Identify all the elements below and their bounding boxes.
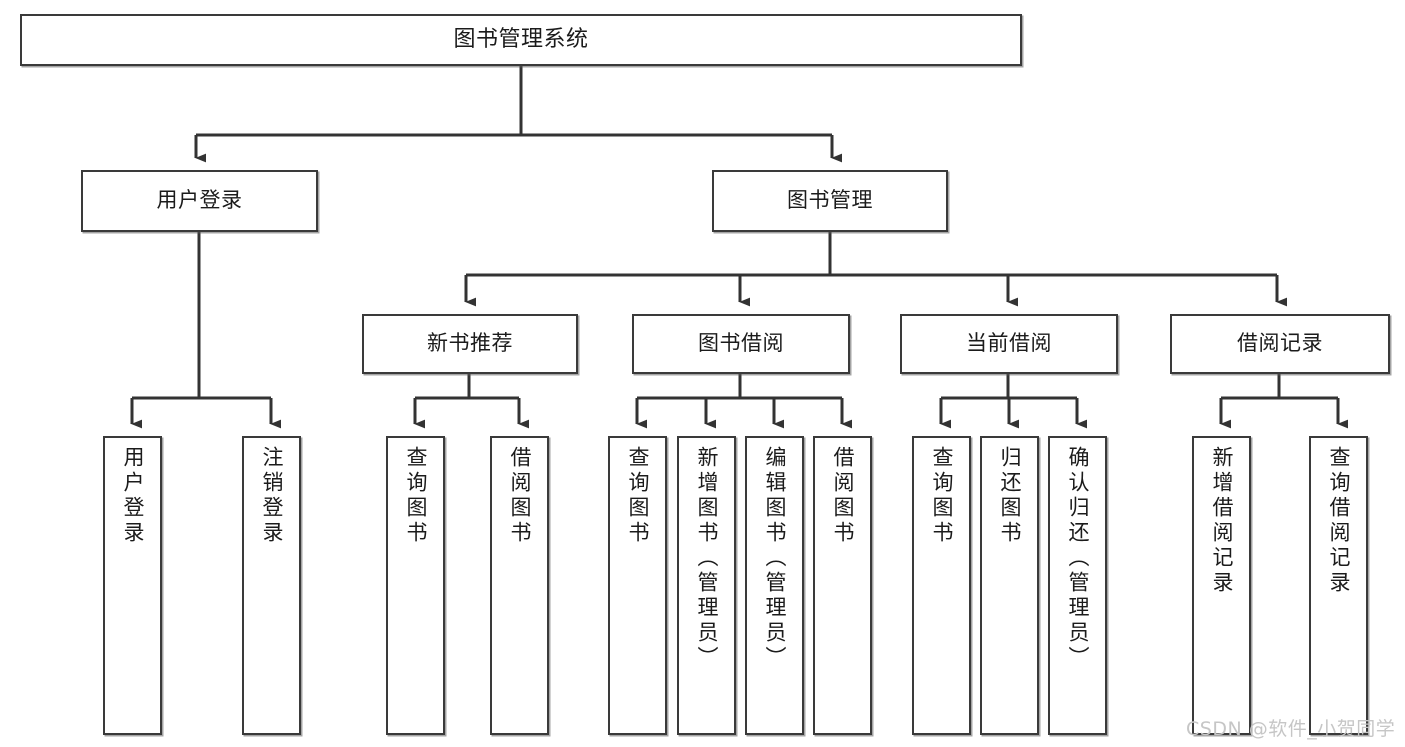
- node-label: 图书管理: [787, 188, 873, 213]
- node-book-management[interactable]: 图书管理: [712, 170, 948, 232]
- node-label: 查询图书: [930, 446, 954, 546]
- node-label: 查询图书: [626, 446, 650, 546]
- leaf-node-query-borrow-record[interactable]: 查询借阅记录: [1309, 436, 1368, 735]
- leaf-node-add-book-admin[interactable]: 新增图书（管理员）: [677, 436, 736, 735]
- leaf-node-query-book-current[interactable]: 查询图书: [912, 436, 971, 735]
- node-current-borrow[interactable]: 当前借阅: [900, 314, 1118, 374]
- node-label: 归还图书: [998, 446, 1022, 546]
- connector-newbook-to-leaves: [413, 374, 530, 429]
- connector-borrowrecord-to-leaves: [1219, 374, 1349, 429]
- node-label: 图书借阅: [698, 331, 784, 356]
- node-label: 用户登录: [156, 188, 243, 213]
- connector-root-to-level1: [194, 66, 843, 163]
- leaf-node-query-book-recommend[interactable]: 查询图书: [386, 436, 445, 735]
- node-label: 图书管理系统: [453, 26, 589, 52]
- node-book-borrow[interactable]: 图书借阅: [632, 314, 850, 374]
- leaf-node-logout[interactable]: 注销登录: [242, 436, 301, 735]
- node-label: 新书推荐: [427, 331, 513, 356]
- leaf-node-edit-book-admin[interactable]: 编辑图书（管理员）: [745, 436, 804, 735]
- node-book-management-system[interactable]: 图书管理系统: [20, 14, 1022, 66]
- node-label: 借阅记录: [1237, 331, 1323, 356]
- node-label: 注销登录: [260, 446, 284, 546]
- leaf-node-user-login[interactable]: 用户登录: [103, 436, 162, 735]
- leaf-node-return-book[interactable]: 归还图书: [980, 436, 1039, 735]
- leaf-node-query-book[interactable]: 查询图书: [608, 436, 667, 735]
- node-borrow-record[interactable]: 借阅记录: [1170, 314, 1390, 374]
- leaf-node-borrow-book-recommend[interactable]: 借阅图书: [490, 436, 549, 735]
- node-label: 编辑图书（管理员）: [763, 446, 787, 671]
- node-new-book-recommend[interactable]: 新书推荐: [362, 314, 578, 374]
- leaf-node-confirm-return-admin[interactable]: 确认归还（管理员）: [1048, 436, 1107, 735]
- connector-currentborrow-to-leaves: [939, 374, 1088, 429]
- connector-booksmgmt-to-level2: [464, 232, 1288, 307]
- connector-userlogin-to-leaves: [130, 232, 282, 429]
- node-label: 用户登录: [121, 446, 145, 546]
- node-label: 借阅图书: [508, 446, 532, 546]
- node-label: 当前借阅: [966, 331, 1052, 356]
- leaf-node-borrow-book[interactable]: 借阅图书: [813, 436, 872, 735]
- node-label: 查询借阅记录: [1327, 446, 1351, 596]
- node-label: 确认归还（管理员）: [1066, 446, 1090, 671]
- node-label: 新增借阅记录: [1210, 446, 1234, 596]
- node-label: 查询图书: [404, 446, 428, 546]
- connector-bookborrow-to-leaves: [635, 374, 853, 429]
- node-label: 借阅图书: [831, 446, 855, 546]
- node-label: 新增图书（管理员）: [695, 446, 719, 671]
- leaf-node-add-borrow-record[interactable]: 新增借阅记录: [1192, 436, 1251, 735]
- node-user-login[interactable]: 用户登录: [81, 170, 318, 232]
